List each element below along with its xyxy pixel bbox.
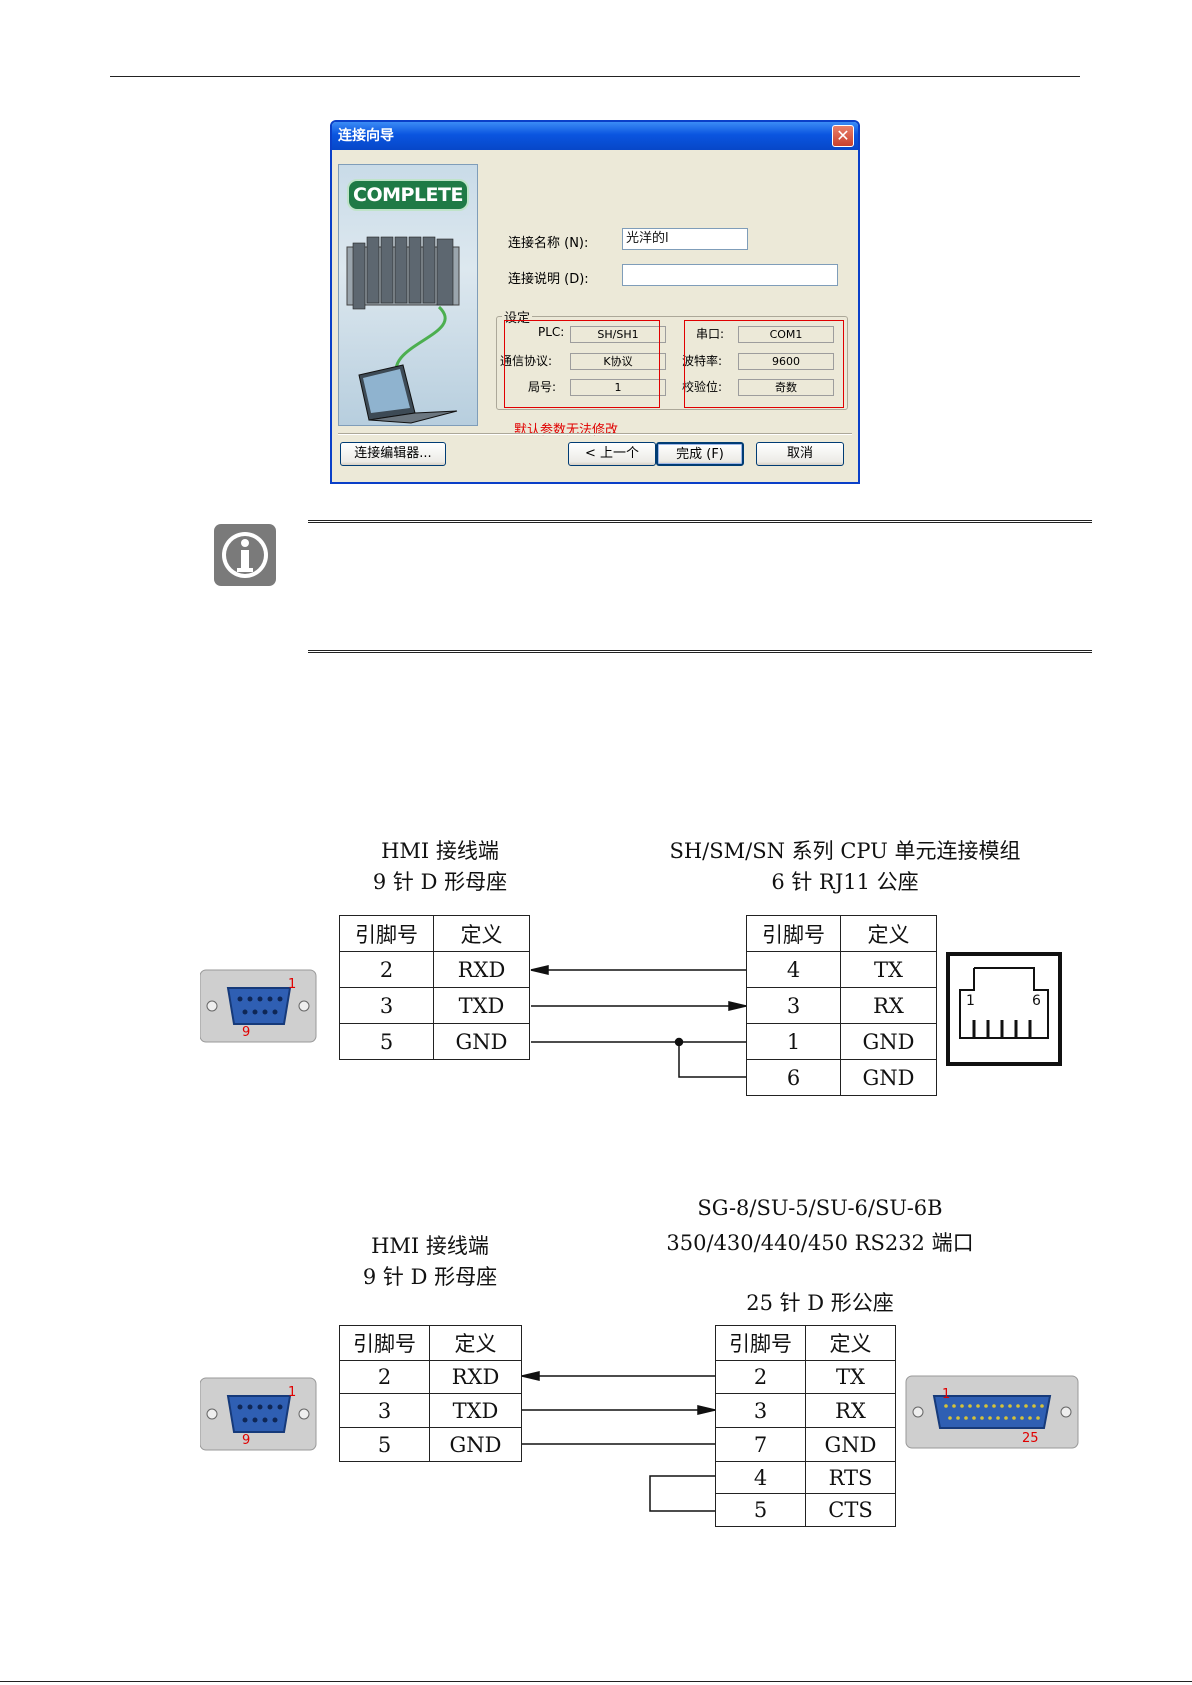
d1-db9-pin-last: 9 bbox=[242, 1025, 250, 1040]
connection-editor-button[interactable]: 连接编辑器... bbox=[340, 442, 446, 466]
rj11-connector: 1 6 bbox=[946, 952, 1062, 1066]
d1-plc-header-pin: 引脚号 bbox=[746, 915, 841, 952]
db25-pin-first: 1 bbox=[942, 1387, 950, 1402]
d2-db9-pin-last: 9 bbox=[242, 1433, 250, 1448]
table-cell: 4 bbox=[715, 1461, 806, 1494]
d2-plc-caption-3: 25 针 D 形公座 bbox=[746, 1291, 894, 1315]
complete-badge: COMPLETE bbox=[347, 179, 469, 211]
table-cell: 6 bbox=[746, 1059, 841, 1096]
table-cell: 2 bbox=[339, 1360, 430, 1394]
back-button[interactable]: < 上一个 bbox=[568, 442, 656, 466]
table-cell: GND bbox=[840, 1023, 937, 1060]
wizard-illustration: COMPLETE bbox=[338, 164, 478, 426]
finish-button[interactable]: 完成 (F) bbox=[656, 442, 744, 466]
table-cell: 5 bbox=[715, 1493, 806, 1527]
rj11-pin-first: 1 bbox=[966, 993, 975, 1009]
table-cell: 3 bbox=[339, 1393, 430, 1428]
protocol-field: K协议 bbox=[570, 353, 666, 370]
d2-db9-connector: 1 9 bbox=[200, 1377, 317, 1451]
d1-plc-header-def: 定义 bbox=[840, 915, 937, 952]
settings-groupbox bbox=[496, 316, 848, 410]
port-field: COM1 bbox=[738, 326, 834, 343]
plc-laptop-picture bbox=[346, 236, 460, 424]
d1-plc-caption-1: SH/SM/SN 系列 CPU 单元连接模组 bbox=[669, 839, 1021, 863]
d1-wiring-lines bbox=[530, 965, 747, 1078]
settings-group-label: 设定 bbox=[502, 307, 533, 326]
cancel-button[interactable]: 取消 bbox=[756, 442, 844, 466]
connection-name-input[interactable]: 光洋的l bbox=[622, 228, 748, 250]
d1-hmi-header-pin: 引脚号 bbox=[339, 915, 434, 952]
d1-hmi-caption-2: 9 针 D 形母座 bbox=[372, 870, 508, 894]
note-rule-top bbox=[308, 520, 1092, 523]
port-label: 串口: bbox=[696, 327, 725, 341]
table-cell: TXD bbox=[433, 987, 530, 1024]
red-highlight-right bbox=[684, 320, 844, 408]
parity-field: 奇数 bbox=[738, 379, 834, 396]
note-rule-bottom bbox=[308, 650, 1092, 653]
station-field: 1 bbox=[570, 379, 666, 396]
d1-hmi-caption-1: HMI 接线端 bbox=[381, 839, 499, 863]
d2-plc-header-def: 定义 bbox=[805, 1325, 896, 1361]
station-label: 局号: bbox=[528, 380, 557, 394]
d1-plc-caption-2: 6 针 RJ11 公座 bbox=[771, 870, 919, 894]
table-cell: 5 bbox=[339, 1023, 434, 1060]
table-cell: GND bbox=[429, 1427, 522, 1462]
connection-wizard-dialog: 连接向导 ✕ COMPLETE 连接名称 (N): 光洋的l 连接说明 (D):… bbox=[330, 120, 860, 484]
footer-rule bbox=[0, 1681, 1192, 1682]
protocol-label: 通信协议: bbox=[500, 354, 553, 368]
d2-db9-pin-first: 1 bbox=[288, 1385, 296, 1400]
table-cell: GND bbox=[840, 1059, 937, 1096]
connection-desc-input[interactable] bbox=[622, 264, 838, 286]
d2-wiring-lines bbox=[521, 1371, 716, 1512]
table-cell: RX bbox=[805, 1393, 896, 1428]
table-cell: 2 bbox=[715, 1360, 806, 1394]
plc-field: SH/SH1 bbox=[570, 326, 666, 343]
plc-label: PLC: bbox=[538, 325, 565, 339]
db25-pin-last: 25 bbox=[1022, 1431, 1039, 1446]
close-icon[interactable]: ✕ bbox=[832, 125, 854, 147]
baud-label: 波特率: bbox=[682, 354, 723, 368]
connection-desc-label: 连接说明 (D): bbox=[508, 272, 589, 287]
table-cell: GND bbox=[433, 1023, 530, 1060]
table-cell: 1 bbox=[746, 1023, 841, 1060]
d2-plc-header-pin: 引脚号 bbox=[715, 1325, 806, 1361]
rj11-pin-last: 6 bbox=[1032, 993, 1041, 1009]
table-cell: 4 bbox=[746, 951, 841, 988]
d2-plc-caption-2: 350/430/440/450 RS232 端口 bbox=[666, 1231, 974, 1255]
table-cell: RXD bbox=[429, 1360, 522, 1394]
table-cell: RX bbox=[840, 987, 937, 1024]
dialog-separator bbox=[338, 433, 852, 435]
d1-db9-connector: 1 9 bbox=[200, 969, 317, 1043]
fixed-params-note: 默认参数无法修改 bbox=[514, 423, 619, 438]
d1-db9-pin-first: 1 bbox=[288, 977, 296, 992]
table-cell: 2 bbox=[339, 951, 434, 988]
baud-field: 9600 bbox=[738, 353, 834, 370]
info-icon bbox=[214, 524, 276, 586]
d2-hmi-caption-1: HMI 接线端 bbox=[371, 1234, 489, 1258]
dialog-title: 连接向导 bbox=[332, 122, 858, 150]
d2-plc-caption-1: SG-8/SU-5/SU-6/SU-6B bbox=[697, 1196, 943, 1220]
table-cell: TXD bbox=[429, 1393, 522, 1428]
connection-name-label: 连接名称 (N): bbox=[508, 236, 589, 251]
d1-hmi-header-def: 定义 bbox=[433, 915, 530, 952]
table-cell: 5 bbox=[339, 1427, 430, 1462]
header-rule bbox=[110, 76, 1080, 77]
table-cell: CTS bbox=[805, 1493, 896, 1527]
db25-connector: 1 25 bbox=[905, 1375, 1079, 1449]
red-highlight-left bbox=[504, 320, 660, 408]
parity-label: 校验位: bbox=[682, 380, 723, 394]
d2-hmi-caption-2: 9 针 D 形母座 bbox=[362, 1265, 498, 1289]
